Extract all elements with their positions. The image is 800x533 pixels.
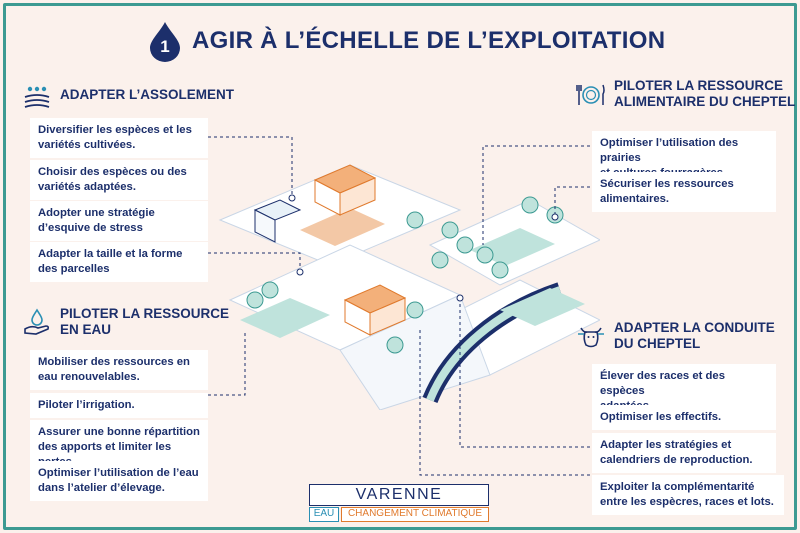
- section-eau-title-line1: PILOTER LA RESSOURCE: [60, 306, 230, 321]
- section-assolement-title: ADAPTER L’ASSOLEMENT: [60, 87, 235, 102]
- section-eau-title-line2: EN EAU: [60, 322, 112, 337]
- page-border: [3, 3, 797, 530]
- barn-orange: [313, 164, 377, 216]
- section-assolement-heading: ADAPTER L’ASSOLEMENT: [22, 80, 234, 110]
- eau-item-2: Piloter l’irrigation.: [30, 393, 208, 418]
- section-cheptel-title-line1: ADAPTER LA CONDUITE: [614, 320, 775, 335]
- section-cheptel-title-line2: DU CHEPTEL: [614, 336, 701, 351]
- section-alimentaire-heading: PILOTER LA RESSOURCE ALIMENTAIRE DU CHEP…: [576, 78, 795, 110]
- plate-cutlery-icon: [576, 84, 605, 105]
- title-text: AGIR À L’ÉCHELLE DE L’EXPLOITATION: [192, 27, 666, 54]
- section-alimentaire-title-line2: ALIMENTAIRE DU CHEPTEL: [614, 94, 796, 109]
- section-eau-heading: PILOTER LA RESSOURCE EN EAU: [22, 306, 229, 338]
- water-drop-icon: 1: [148, 20, 182, 62]
- title-number: 1: [160, 37, 170, 56]
- cow-head-icon: [578, 327, 604, 348]
- farm-illustration: [218, 164, 600, 410]
- logo-climate-text: CHANGEMENT CLIMATIQUE: [341, 507, 489, 522]
- section-alimentaire-title-line1: PILOTER LA RESSOURCE: [614, 78, 784, 93]
- logo-top-text: VARENNE AGRICOLE: [309, 484, 489, 523]
- logo-eau-text: EAU: [309, 507, 339, 522]
- hand-water-icon: [24, 308, 50, 335]
- cheptel-item-2: Optimiser les effectifs.: [592, 405, 776, 430]
- section-cheptel-heading: ADAPTER LA CONDUITE DU CHEPTEL: [576, 320, 775, 352]
- field-drops-icon: [24, 86, 50, 108]
- varenne-logo: VARENNE AGRICOLE EAU CHANGEMENT CLIMATIQ…: [309, 484, 489, 523]
- page-title: 1 AGIR À L’ÉCHELLE DE L’EXPLOITATION: [148, 20, 665, 62]
